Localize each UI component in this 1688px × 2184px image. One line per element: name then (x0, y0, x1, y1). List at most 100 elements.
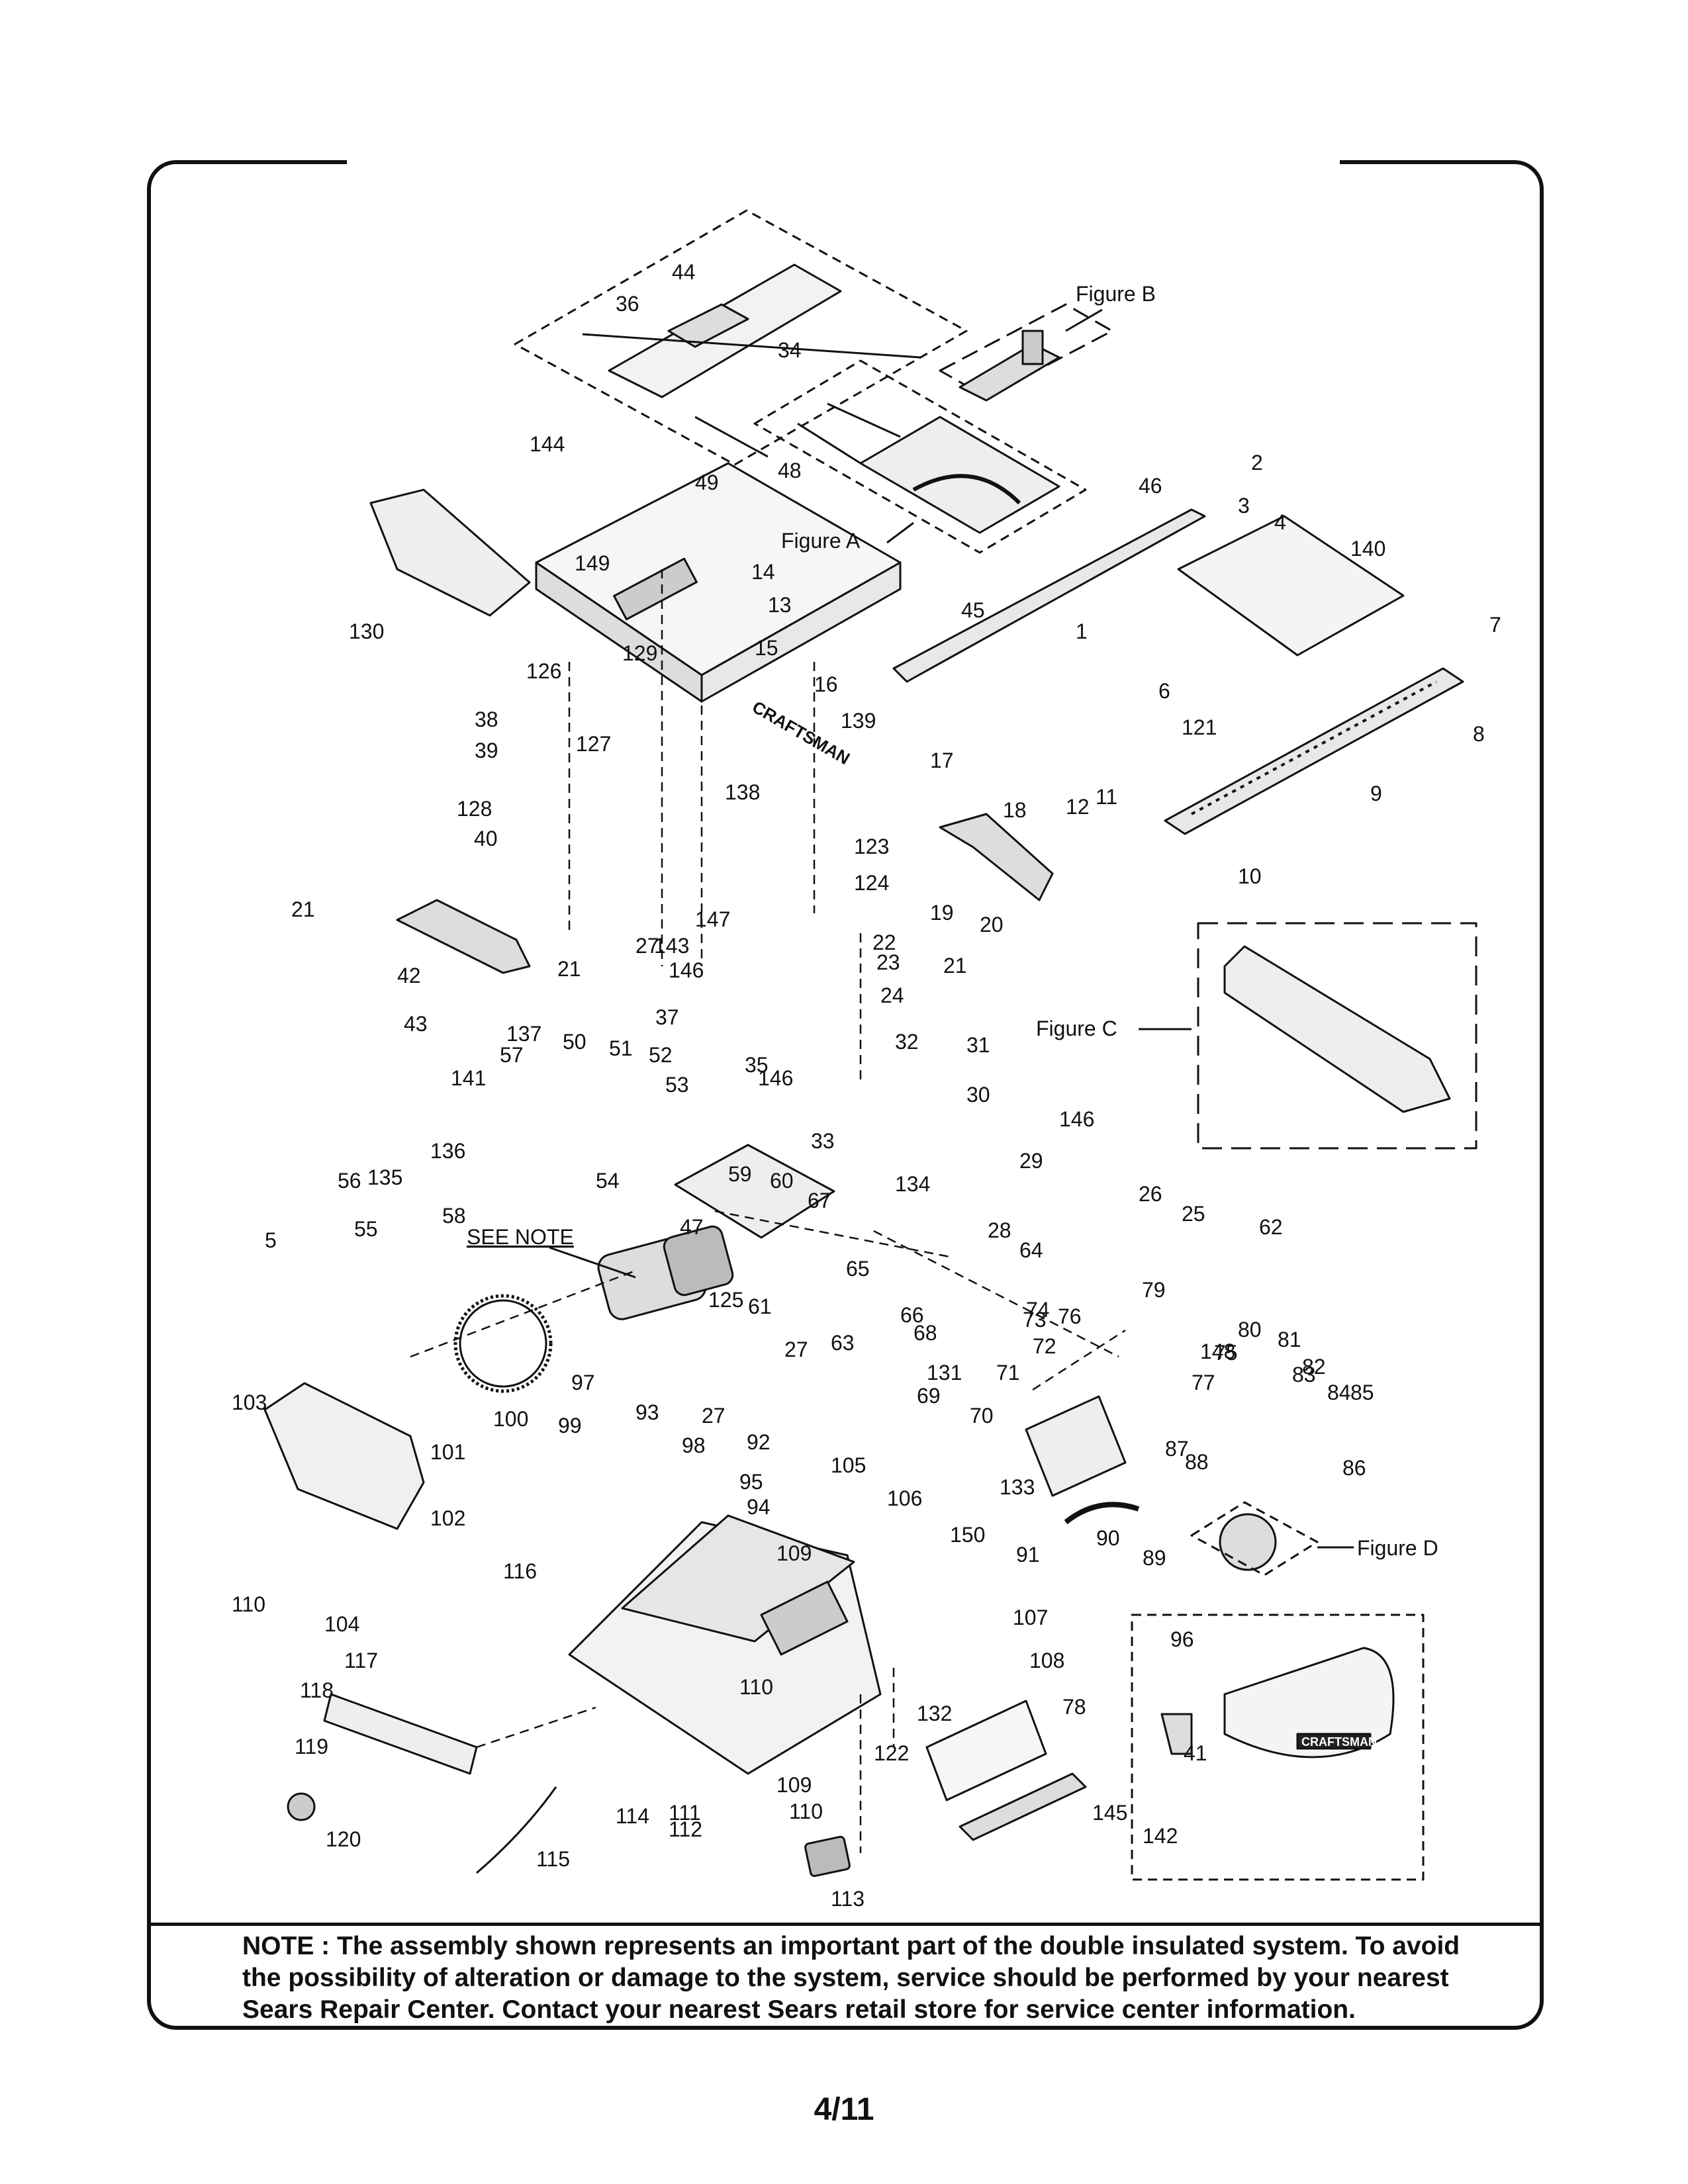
rail-scale (1191, 680, 1437, 815)
callout-14: 14 (751, 560, 775, 584)
callout-132: 132 (917, 1702, 952, 1725)
callout-46: 46 (1139, 474, 1162, 498)
dust-elbow (1160, 1713, 1193, 1755)
callout-5: 5 (265, 1228, 277, 1252)
callout-126: 126 (526, 659, 561, 683)
callout-130: 130 (349, 619, 384, 643)
callout-136: 136 (430, 1139, 465, 1163)
callout-95: 95 (739, 1470, 763, 1494)
callout-26: 26 (1139, 1182, 1162, 1206)
callout-107: 107 (1013, 1606, 1048, 1629)
callout-116: 116 (503, 1559, 537, 1583)
callout-69: 69 (917, 1384, 941, 1408)
callout-146: 146 (758, 1066, 793, 1090)
callout-52: 52 (649, 1043, 673, 1067)
callout-71: 71 (996, 1361, 1020, 1385)
callout-141: 141 (451, 1066, 486, 1090)
double-insulation-note: NOTE : The assembly shown represents an … (242, 1932, 1460, 2024)
bevel-scale (1064, 1502, 1140, 1525)
dust-bag-logo (1296, 1733, 1372, 1750)
callout-50: 50 (563, 1030, 586, 1054)
callout-101: 101 (430, 1440, 465, 1464)
callout-70: 70 (970, 1404, 994, 1428)
callout-7: 7 (1489, 613, 1501, 637)
callout-125: 125 (708, 1288, 743, 1312)
callout-79: 79 (1142, 1278, 1166, 1302)
dust-bag (1223, 1647, 1395, 1758)
callout-135: 135 (367, 1165, 402, 1189)
callout-110: 110 (232, 1592, 265, 1616)
note-divider (147, 1923, 1544, 1926)
callout-122: 122 (874, 1741, 909, 1765)
callout-16: 16 (814, 672, 838, 696)
callout-91: 91 (1016, 1543, 1040, 1567)
callout-90: 90 (1096, 1526, 1120, 1550)
motor-carriage (674, 1144, 835, 1239)
callout-25: 25 (1182, 1202, 1205, 1226)
callout-138: 138 (725, 780, 760, 804)
callout-49: 49 (695, 471, 719, 494)
callout-27: 27 (702, 1404, 726, 1428)
callout-37: 37 (655, 1005, 679, 1029)
callout-96: 96 (1170, 1627, 1194, 1651)
figure-a-leader (886, 522, 914, 544)
callout-94: 94 (747, 1495, 771, 1519)
miter-gauge-arc (912, 474, 1021, 505)
callout-143: 143 (654, 934, 689, 958)
lock-handle (396, 899, 531, 974)
callout-66: 66 (900, 1303, 924, 1327)
callout-129: 129 (622, 641, 657, 665)
bevel-knob-figure-d (1219, 1513, 1277, 1571)
callout-30: 30 (966, 1083, 990, 1107)
figure-d-label: Figure D (1357, 1536, 1438, 1560)
callout-10: 10 (1238, 864, 1262, 888)
callout-64: 64 (1019, 1238, 1043, 1262)
callout-13: 13 (768, 593, 792, 617)
callout-123: 123 (854, 835, 889, 858)
callout-67: 67 (808, 1189, 831, 1212)
figure-c-box (1197, 922, 1477, 1150)
callout-144: 144 (530, 432, 565, 456)
callout-102: 102 (430, 1506, 465, 1530)
callout-139: 139 (841, 709, 876, 733)
callout-12: 12 (1066, 795, 1090, 819)
callout-42: 42 (397, 964, 421, 987)
callout-118: 118 (300, 1678, 334, 1702)
callout-113: 113 (831, 1887, 865, 1911)
saw-base-top (621, 1514, 855, 1643)
callout-39: 39 (475, 739, 498, 762)
mount-knob (287, 1792, 316, 1821)
callout-72: 72 (1033, 1334, 1056, 1358)
callout-61: 61 (748, 1295, 772, 1318)
callout-24: 24 (880, 983, 904, 1007)
callout-58: 58 (442, 1204, 466, 1228)
callout-41: 41 (1184, 1741, 1207, 1765)
callout-32: 32 (895, 1030, 919, 1054)
callout-92: 92 (747, 1430, 771, 1454)
callout-22: 22 (872, 931, 896, 954)
callout-146: 146 (1059, 1107, 1094, 1131)
throat-plate (925, 1700, 1047, 1801)
callout-112: 112 (669, 1817, 702, 1841)
frame-gap (347, 155, 1340, 169)
callout-15: 15 (755, 636, 778, 660)
saw-blade-outer (453, 1294, 553, 1393)
callout-87: 87 (1165, 1437, 1189, 1461)
motor-housing (663, 1225, 734, 1297)
guard-rod-2 (694, 416, 769, 458)
guard-dashed-box (514, 209, 968, 466)
callout-119: 119 (295, 1735, 328, 1758)
callout-131: 131 (927, 1361, 962, 1385)
callout-127: 127 (576, 732, 611, 756)
parts-artwork (263, 209, 1477, 1881)
callout-35: 35 (745, 1053, 769, 1077)
callout-57: 57 (500, 1043, 524, 1067)
callout-53: 53 (665, 1073, 689, 1097)
callout-75: 75 (1214, 1341, 1238, 1365)
callout-109: 109 (776, 1773, 812, 1797)
callout-11: 11 (1096, 785, 1117, 809)
callout-31: 31 (966, 1033, 990, 1057)
callout-74: 74 (1026, 1298, 1050, 1322)
callout-108: 108 (1029, 1649, 1064, 1672)
callout-103: 103 (232, 1390, 267, 1414)
